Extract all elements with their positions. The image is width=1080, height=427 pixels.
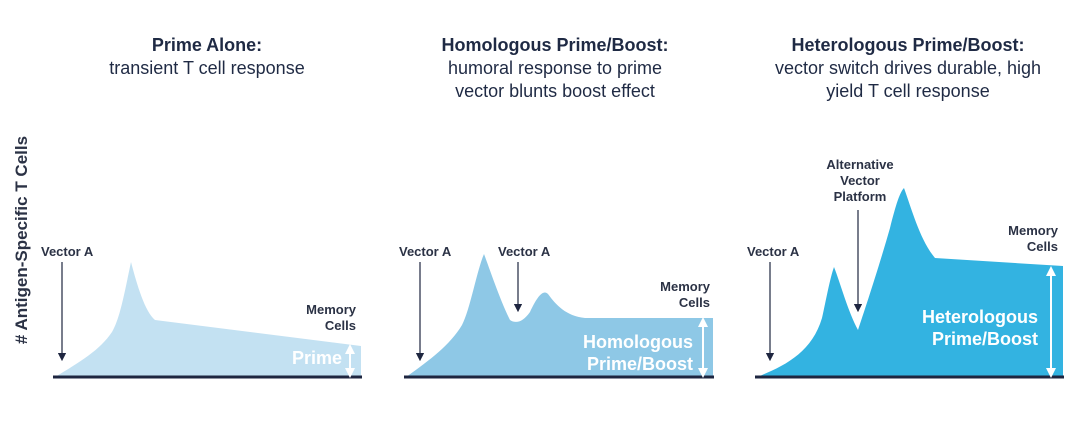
- panel-3-title: Heterologous Prime/Boost:: [791, 35, 1025, 55]
- panel-1-memory-label: Memory Cells: [290, 302, 356, 334]
- panel-2-memory-label: Memory Cells: [640, 279, 710, 311]
- panel-2-title-block: Homologous Prime/Boost: humoral response…: [385, 34, 725, 103]
- panel-3-alt-vector-label-line-3: Platform: [833, 189, 887, 204]
- panel-3-area-label-line-2: Prime/Boost: [931, 329, 1038, 349]
- panel-3-area-label-line-1: Heterologous: [921, 307, 1038, 327]
- panel-2-area-label: Homologous Prime/Boost: [555, 331, 693, 375]
- panel-3-memory-label: Memory Cells: [990, 223, 1058, 255]
- panel-1-area-label: Prime: [268, 347, 342, 369]
- panel-3-alt-vector-label-line-2: Vector: [840, 173, 880, 188]
- panel-3-title-block: Heterologous Prime/Boost: vector switch …: [738, 34, 1078, 103]
- panel-2-subtitle-line-2: vector blunts boost effect: [455, 81, 655, 101]
- panel-2-area-label-line-1: Homologous: [583, 332, 693, 352]
- panel-3-memory-label-line-2: Cells: [1026, 239, 1058, 254]
- panel-2-response-area: [406, 254, 713, 377]
- panel-1-vector-a-label: Vector A: [41, 244, 94, 259]
- panel-1-response-area: [55, 262, 361, 377]
- panel-3-alt-vector-label: Alternative Vector Platform: [815, 157, 905, 205]
- panel-2-memory-label-line-2: Cells: [678, 295, 710, 310]
- panel-2-vector-a-label-2: Vector A: [498, 244, 551, 259]
- panel-1-memory-label-line-2: Cells: [324, 318, 356, 333]
- panel-2-title: Homologous Prime/Boost:: [441, 35, 669, 55]
- panel-2-area-label-line-2: Prime/Boost: [586, 354, 693, 374]
- panel-1-title: Prime Alone:: [151, 35, 263, 55]
- panel-1-memory-label-line-1: Memory: [306, 302, 356, 317]
- panel-2-vector-a-label-1: Vector A: [399, 244, 452, 259]
- panel-1-area-label-line-1: Prime: [291, 348, 342, 368]
- panel-2-subtitle-line-1: humoral response to prime: [447, 58, 663, 78]
- panel-3-subtitle-line-2: yield T cell response: [826, 81, 990, 101]
- panel-1-subtitle-line-1: transient T cell response: [109, 58, 305, 78]
- panel-3-alt-vector-label-line-1: Alternative: [826, 157, 894, 172]
- panel-3-response-area: [757, 188, 1063, 377]
- panel-3-memory-label-line-1: Memory: [1008, 223, 1058, 238]
- panel-3-subtitle-line-1: vector switch drives durable, high: [774, 58, 1042, 78]
- panel-3-area-label: Heterologous Prime/Boost: [888, 306, 1038, 350]
- panel-1-title-block: Prime Alone: transient T cell response: [37, 34, 377, 80]
- panel-3-vector-a-label: Vector A: [747, 244, 800, 259]
- panel-2-memory-label-line-1: Memory: [660, 279, 710, 294]
